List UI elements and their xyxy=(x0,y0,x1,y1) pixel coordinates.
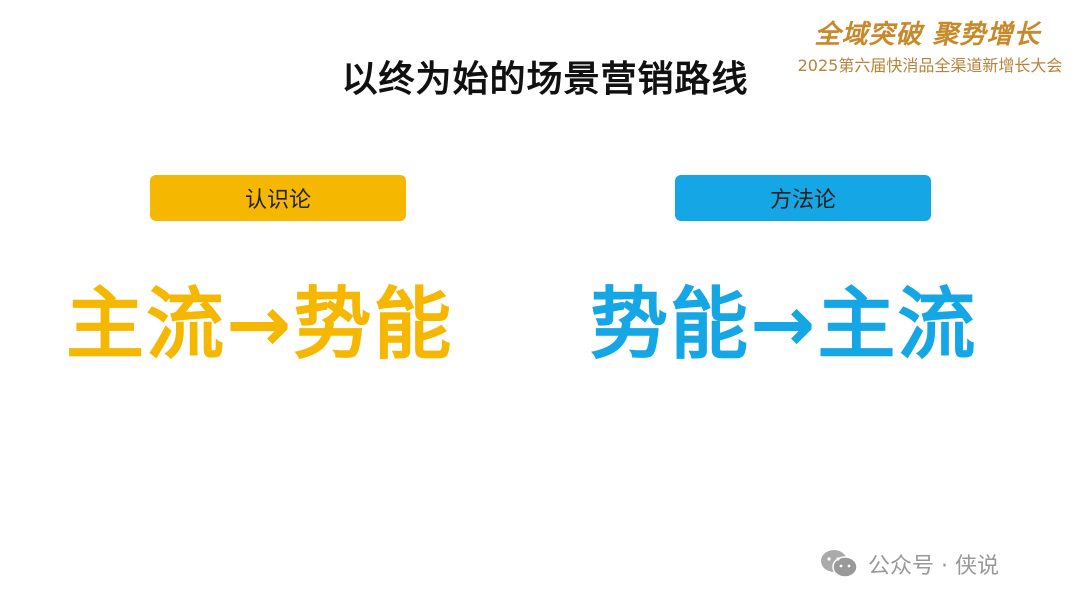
event-logo-slogan: 全域突破 聚势增长 xyxy=(814,20,1041,50)
epistemology-label: 认识论 xyxy=(150,175,406,221)
wechat-icon xyxy=(821,550,858,578)
event-logo-name: 2025第六届快消品全渠道新增长大会 xyxy=(797,56,1063,75)
watermark-text: 公众号 · 侠说 xyxy=(868,554,999,579)
watermark: 公众号 · 侠说 xyxy=(820,548,999,580)
methodology-statement: 势能→主流 xyxy=(590,280,978,370)
slide-title: 以终为始的场景营销路线 xyxy=(341,59,749,100)
epistemology-statement: 主流→势能 xyxy=(66,280,454,370)
methodology-label: 方法论 xyxy=(675,175,931,221)
